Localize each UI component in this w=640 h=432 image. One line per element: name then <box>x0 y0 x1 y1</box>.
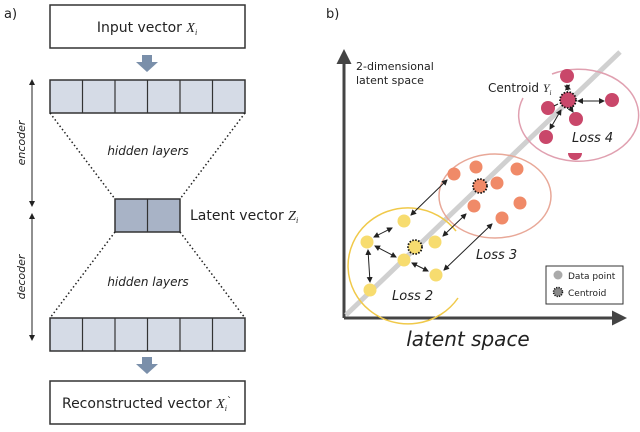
x-axis-label: latent space <box>406 327 530 351</box>
data-point <box>397 214 411 228</box>
centroid <box>472 178 488 194</box>
output-layer <box>49 317 246 352</box>
centroid-label-text: Centroid <box>488 81 543 95</box>
latent-vector-sub: i <box>296 216 298 225</box>
encoder-label: encoder <box>15 119 28 165</box>
legend: Data point Centroid <box>545 265 624 305</box>
data-point <box>510 162 524 176</box>
reconstructed-var: X <box>215 397 225 412</box>
data-point <box>569 112 583 126</box>
data-point <box>363 283 377 297</box>
data-point <box>447 167 461 181</box>
cluster-ring-loss3 <box>438 153 552 239</box>
decoder-label: decoder <box>15 253 28 299</box>
data-point <box>360 235 374 249</box>
data-point <box>541 101 555 115</box>
svg-text:Input vector Xi: Input vector Xi <box>97 20 197 37</box>
reconstructed-vector-box: Reconstructed vector Xi` <box>49 380 246 425</box>
funnel-line <box>179 231 246 319</box>
down-arrow-bottom <box>136 357 158 374</box>
input-vector-box: Input vector Xi <box>49 4 246 49</box>
data-point <box>429 268 443 282</box>
centroid <box>559 91 577 109</box>
centroid <box>407 239 423 255</box>
panel-a-label: a) <box>4 7 17 22</box>
loss2-label: Loss 2 <box>392 289 433 304</box>
latent-layer <box>114 198 181 233</box>
data-point <box>513 196 527 210</box>
legend-centroid: Centroid <box>568 289 606 299</box>
input-vector-text: Input vector <box>97 20 187 36</box>
loss4-label: Loss 4 <box>572 131 613 146</box>
cluster-ring-loss4 <box>517 68 640 162</box>
data-point <box>605 93 619 107</box>
data-point <box>428 235 442 249</box>
data-point <box>568 153 582 160</box>
y-axis-label-1: 2-dimensional <box>356 60 434 73</box>
input-layer <box>49 79 246 114</box>
legend-centroid-icon <box>552 286 564 298</box>
funnel-line <box>49 112 116 200</box>
cluster-loss3: Loss 3 <box>447 160 527 263</box>
svg-text:Reconstructed vector Xi`: Reconstructed vector Xi` <box>62 395 232 413</box>
svg-text:Latent vector Zi: Latent vector Zi <box>190 208 298 225</box>
loss3-label: Loss 3 <box>476 248 517 263</box>
hidden-layers-top: hidden layers <box>107 144 188 158</box>
data-point <box>467 199 481 213</box>
reconstructed-sub: i <box>225 404 227 413</box>
legend-data-point: Data point <box>568 272 616 282</box>
latent-vector-var: Z <box>288 209 296 224</box>
centroid-label-sub: i <box>550 89 552 97</box>
reconstructed-prime: ` <box>227 395 232 407</box>
funnel-line <box>49 231 116 319</box>
legend-data-point-icon <box>553 270 563 280</box>
input-vector-var: X <box>185 21 195 36</box>
cluster-loss4: Loss 4 <box>539 69 619 160</box>
latent-vector-text: Latent vector <box>190 208 288 224</box>
data-point <box>560 69 574 83</box>
funnel-line <box>179 112 246 200</box>
cluster-loss2: Loss 2 <box>360 179 493 304</box>
centroid-label-var: Y <box>543 81 551 95</box>
data-point <box>469 160 483 174</box>
data-point <box>490 176 504 190</box>
panel-b-label: b) <box>326 7 339 22</box>
reconstructed-text: Reconstructed vector <box>62 396 216 412</box>
data-point <box>495 211 509 225</box>
data-point <box>539 130 553 144</box>
hidden-layers-bottom: hidden layers <box>107 275 188 289</box>
data-point <box>397 253 411 267</box>
y-axis-label-2: latent space <box>356 74 424 87</box>
svg-text:Centroid Yi: Centroid Yi <box>488 81 552 97</box>
down-arrow-top <box>136 55 158 72</box>
input-vector-sub: i <box>195 28 197 37</box>
